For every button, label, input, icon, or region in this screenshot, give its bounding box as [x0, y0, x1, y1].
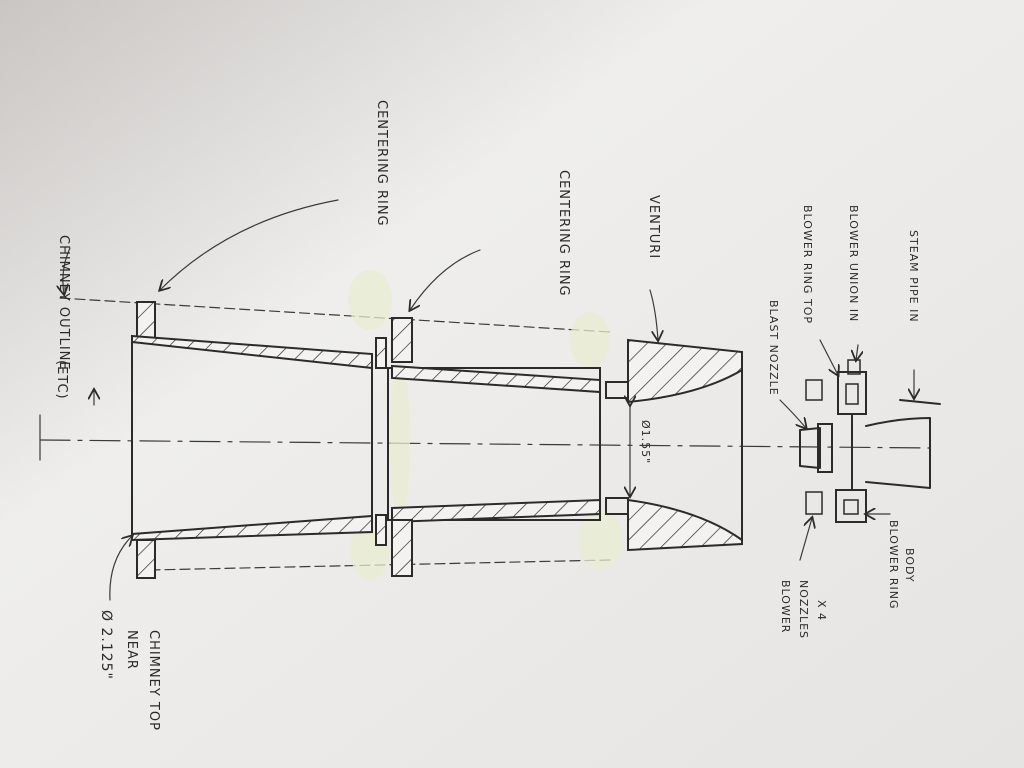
- centerline: [39, 439, 931, 449]
- label-blower-nozzles-3: X 4: [815, 600, 828, 621]
- label-steam-pipe-in: STEAM PIPE IN: [907, 230, 920, 323]
- label-chimney-outline: CHIMNEY OUTLINE: [56, 235, 71, 371]
- label-blower-union-in: BLOWER UNION IN: [847, 205, 860, 322]
- lower-sleeve-body: [387, 367, 601, 521]
- label-blower-nozzles-1: BLOWER: [779, 580, 792, 633]
- glue-smudge: [578, 510, 622, 570]
- label-diameter-top-3: CHIMNEY TOP: [146, 630, 161, 731]
- label-diameter-top-2: NEAR: [124, 630, 139, 670]
- label-blower-ring-body-1: BLOWER RING: [887, 520, 900, 610]
- label-diameter-top-1: Ø 2.125": [98, 610, 114, 680]
- centering-ring-2-lower: [391, 519, 413, 577]
- centering-ring-1-lower: [375, 514, 387, 546]
- leader-chimney-outline: [63, 247, 71, 294]
- label-blower-nozzles-2: NOZZLES: [797, 580, 810, 639]
- centering-ring-2-upper: [391, 317, 413, 363]
- label-centering-ring-2: CENTERING RING: [556, 170, 571, 297]
- label-blower-ring-body-2: BODY: [903, 548, 916, 583]
- leader-centering-ring-1: [160, 199, 339, 290]
- chimney-top-ring-lower: [136, 539, 156, 579]
- steam-pipe: [865, 417, 931, 489]
- blower-nozzle: [805, 491, 823, 515]
- venturi-step: [605, 381, 629, 399]
- leader-blower-union: [856, 344, 858, 360]
- lower-cone-wall-bottom: [391, 498, 601, 524]
- label-blast-nozzle: BLAST NOZZLE: [767, 300, 780, 396]
- centering-ring-1-upper: [375, 337, 387, 369]
- blast-nozzle-nut: [817, 423, 833, 473]
- glue-smudge: [570, 312, 610, 368]
- leader-centering-ring-2: [410, 249, 481, 310]
- blower-ring-top-inner: [845, 383, 859, 405]
- chimney-top-ring-upper: [136, 301, 156, 339]
- leader-blast-nozzle: [779, 399, 806, 428]
- label-etc: (ETC): [54, 360, 69, 400]
- blower-nozzle: [805, 379, 823, 401]
- venturi-step: [605, 497, 629, 515]
- leader-blower-nozzles: [799, 518, 812, 561]
- leader-diameter-top: [109, 536, 132, 601]
- lower-cone-wall-top: [391, 364, 601, 394]
- steam-pipe-top: [899, 399, 941, 405]
- label-venturi-diameter: Ø1.55": [639, 420, 652, 464]
- label-centering-ring-1: CENTERING RING: [374, 100, 389, 227]
- leader-blower-ring-top: [819, 339, 838, 375]
- blast-nozzle: [799, 427, 821, 469]
- glue-smudge: [390, 360, 410, 520]
- label-blower-ring-top: BLOWER RING TOP: [801, 205, 814, 324]
- label-venturi: VENTURI: [646, 195, 661, 259]
- leader-venturi: [649, 289, 658, 340]
- glue-smudge: [348, 270, 392, 330]
- blower-ring-body-inner: [843, 499, 859, 515]
